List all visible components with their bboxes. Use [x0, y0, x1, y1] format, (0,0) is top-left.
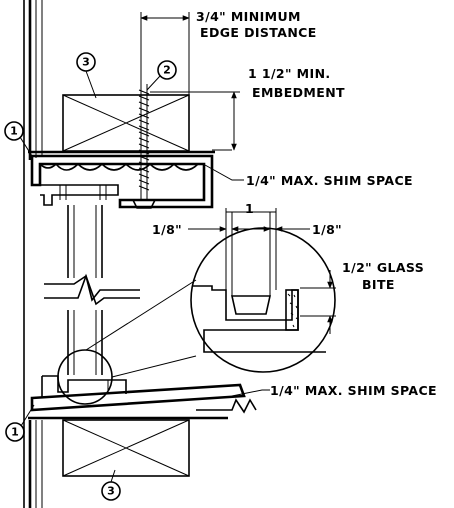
wall-section	[23, 0, 43, 508]
dim-eighth-left-label: 1/8"	[152, 222, 182, 237]
svg-text:3: 3	[107, 485, 115, 498]
bottom-frame-profile	[28, 375, 257, 420]
top-header-block	[28, 94, 215, 154]
glass-bite-dimension: 1/2" GLASS BITE	[300, 260, 424, 334]
glass-unit	[44, 205, 140, 375]
svg-text:3: 3	[82, 56, 90, 69]
callout-3-top: 3	[76, 52, 97, 99]
mounting-screw	[131, 84, 157, 209]
bottom-sill-block	[62, 419, 190, 477]
glass-width-dimension: 1 1/8" 1/8"	[152, 201, 342, 237]
svg-text:1: 1	[10, 125, 18, 138]
embedment-dimension: 1 1/2" MIN. EMBEDMENT	[150, 66, 345, 151]
enlarged-detail	[190, 212, 336, 373]
shim-bottom-label: 1/4" MAX. SHIM SPACE	[270, 383, 437, 398]
callout-1-bottom: 1	[5, 404, 35, 442]
dim-one-label: 1	[245, 201, 254, 216]
edge-distance-label-line1: 3/4" MINIMUM	[196, 9, 301, 24]
shim-top-label: 1/4" MAX. SHIM SPACE	[246, 173, 413, 188]
edge-distance-dimension: 3/4" MINIMUM EDGE DISTANCE	[140, 9, 317, 95]
callout-1-top: 1	[4, 121, 33, 157]
glass-bite-label-line1: 1/2" GLASS	[342, 260, 424, 275]
callout-3-bottom: 3	[101, 469, 121, 501]
shim-top-callout: 1/4" MAX. SHIM SPACE	[204, 164, 413, 188]
callout-2: 2	[146, 60, 177, 91]
top-frame-profile	[30, 149, 232, 209]
svg-text:2: 2	[163, 64, 171, 77]
glass-bite-label-line2: BITE	[362, 277, 395, 292]
dim-eighth-right-label: 1/8"	[312, 222, 342, 237]
embedment-label-line1: 1 1/2" MIN.	[248, 66, 331, 81]
shim-bottom-callout: 1/4" MAX. SHIM SPACE	[231, 383, 437, 398]
svg-text:1: 1	[11, 426, 19, 439]
embedment-label-line2: EMBEDMENT	[252, 85, 345, 100]
edge-distance-label-line2: EDGE DISTANCE	[200, 25, 317, 40]
